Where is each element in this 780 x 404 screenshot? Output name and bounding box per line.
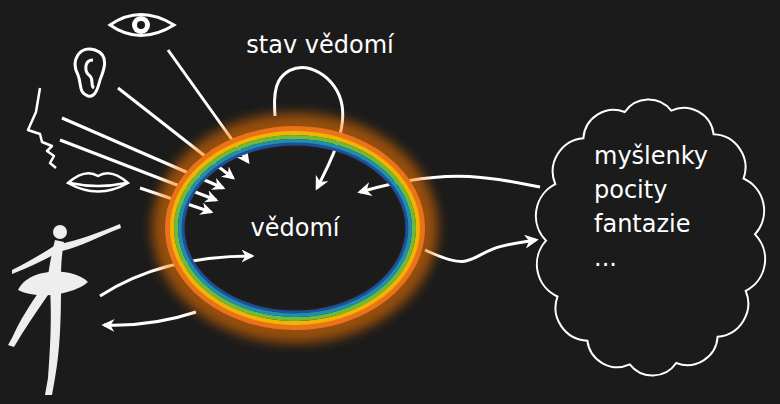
ring-band (180, 141, 410, 315)
consciousness-ring: vědomí (155, 113, 435, 343)
ring-band (172, 133, 418, 323)
thought-cloud: myšlenky pocity fantazie ... (528, 95, 773, 380)
edge-label: stav vědomí (242, 30, 397, 60)
eye-icon (110, 15, 174, 36)
ear-icon (75, 49, 104, 96)
cloud-path (536, 99, 765, 375)
ring-band (183, 144, 407, 312)
ring-band (168, 129, 422, 327)
text-holder: vědomí (155, 113, 435, 343)
ring-band (164, 125, 426, 331)
text-holder: myšlenky pocity fantazie ... (594, 139, 734, 275)
lips-icon (68, 173, 128, 191)
node-label: vědomí (251, 211, 340, 245)
flow-arrow (425, 240, 536, 262)
cloud-text: myšlenky pocity fantazie ... (594, 139, 734, 275)
nose-profile (28, 88, 56, 168)
ring-band (176, 137, 414, 319)
dancer-figure (8, 224, 121, 395)
